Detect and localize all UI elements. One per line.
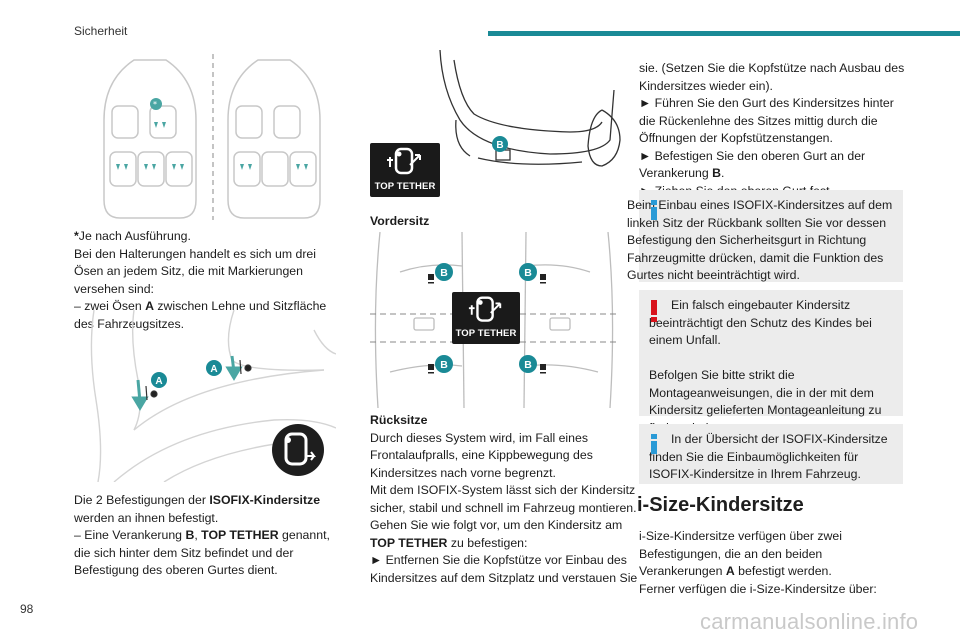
- info-overview-text: In der Übersicht der ISOFIX-Kindersitze …: [649, 432, 888, 481]
- rear-text-2: Mit dem ISOFIX-System lässt sich der Kin…: [370, 483, 637, 515]
- footnote-text: Je nach Ausführung.: [78, 229, 191, 243]
- isize-text-prefix: i-Size-Kindersitze verfügen über zwei Be…: [639, 529, 842, 578]
- continued-text: sie. (Setzen Sie die Kopfstütze nach Aus…: [639, 61, 905, 93]
- info-icon: [651, 200, 657, 220]
- rear-anchor-b-label: B: [440, 359, 448, 371]
- bullet-b-bold: TOP TETHER: [201, 528, 279, 542]
- isofix-para-bold: ISOFIX-Kindersitze: [209, 493, 321, 507]
- step-3-suffix: .: [721, 166, 725, 180]
- info-belt-text: Beim Einbau eines ISOFIX-Kindersitzes au…: [627, 198, 893, 282]
- top-tether-badge: TOP TETHER: [370, 143, 440, 197]
- step-2: ► Führen Sie den Gurt des Kindersitzes h…: [639, 96, 894, 145]
- watermark: carmanualsonline.info: [700, 609, 919, 634]
- bullet-a-prefix: – zwei Ösen: [74, 299, 146, 313]
- rear-anchor-b-label: B: [524, 359, 532, 371]
- anchor-b-marker-label: B: [496, 140, 503, 151]
- seat-layout-figure: *: [103, 54, 321, 220]
- isofix-para-suffix: werden an ihnen befestigt.: [74, 510, 219, 525]
- anchor-a-figure: A A: [90, 310, 336, 482]
- rear-text-1: Durch dieses System wird, im Fall eines …: [370, 430, 593, 480]
- step-3-letter: B: [712, 166, 722, 180]
- rear-anchor-b-label: B: [524, 267, 532, 279]
- anchors-intro-text: Bei den Halterungen handelt es sich um d…: [74, 246, 316, 296]
- page-number: 98: [20, 602, 34, 616]
- bullet-b-prefix: – Eine Verankerung: [74, 528, 186, 542]
- rear-seats-figure: B B B B: [370, 232, 618, 408]
- warning-icon: [651, 300, 657, 322]
- isize-text-letter: A: [725, 564, 735, 578]
- header-accent-bar: [488, 31, 960, 36]
- child-seat-icon: [387, 147, 421, 175]
- isize-text-suffix: befestigt werden.: [734, 564, 832, 578]
- bullet-a-text: zwischen Lehne und Sitzfläche des Fahrze…: [74, 299, 327, 331]
- bullet-a-letter: A: [145, 299, 154, 313]
- bullet-b-mid: ,: [194, 528, 202, 542]
- rear-anchor-b-label: B: [440, 267, 448, 279]
- rear-text-3-suffix: zu befestigen:: [447, 535, 528, 550]
- info-box-belt: Beim Einbau eines ISOFIX-Kindersitzes au…: [627, 190, 903, 282]
- step-3-prefix: ► Befestigen Sie den oberen Gurt an der …: [639, 148, 866, 181]
- child-seat-icon: [468, 296, 502, 322]
- front-seat-figure: B: [439, 50, 621, 167]
- top-tether-label: TOP TETHER: [374, 181, 436, 192]
- bullet-b-letter: B: [185, 528, 195, 542]
- anchor-a-marker-label: A: [155, 376, 162, 387]
- footnote-mark: *: [74, 229, 79, 243]
- section-title: Sicherheit: [74, 24, 128, 38]
- info-icon: [651, 434, 657, 454]
- step-1: ► Entfernen Sie die Kopfstütze vor Einba…: [370, 553, 638, 585]
- rear-seats-heading: Rücksitze: [370, 413, 428, 427]
- rear-text-3-bold: TOP TETHER: [370, 535, 448, 550]
- warning-box-installation: Ein falsch eingebauter Kindersitz beeint…: [639, 290, 903, 435]
- isize-text-2: Ferner verfügen die i-Size-Kindersitze ü…: [639, 581, 877, 596]
- top-tether-badge-rear: TOP TETHER: [452, 292, 520, 344]
- info-box-overview: In der Übersicht der ISOFIX-Kindersitze …: [639, 424, 903, 484]
- warning-text-1: Ein falsch eingebauter Kindersitz beeint…: [649, 298, 872, 347]
- rear-text-3-prefix: Gehen Sie wie folgt vor, um den Kindersi…: [370, 518, 623, 532]
- bullet-b-text: genannt, die sich hinter dem Sitz befind…: [74, 528, 330, 577]
- front-seat-heading: Vordersitz: [370, 214, 430, 228]
- anchor-a-marker-label: A: [210, 364, 217, 375]
- svg-text:*: *: [153, 100, 157, 109]
- isofix-para-prefix: Die 2 Befestigungen der: [74, 493, 210, 507]
- section-heading-isize: i-Size-Kindersitze: [637, 494, 804, 516]
- top-tether-label: TOP TETHER: [455, 328, 517, 339]
